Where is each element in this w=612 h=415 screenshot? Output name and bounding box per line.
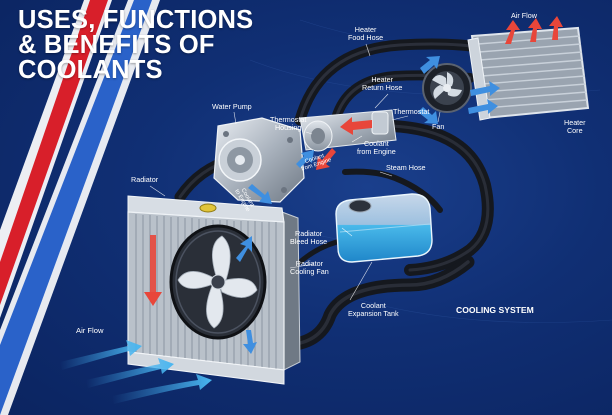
- coolant-expansion-tank: [335, 193, 433, 263]
- heater-fan: [422, 63, 472, 113]
- heater-core: [467, 26, 590, 121]
- coolant-hot-flow-arrows: [316, 117, 372, 170]
- title-line-2: & BENEFITS OF: [18, 31, 215, 59]
- label-heater-core-line2: Core: [566, 126, 583, 136]
- label-heater-return-hose-line2: Return Hose: [362, 83, 403, 93]
- system-label: COOLING SYSTEM: [456, 305, 534, 315]
- label-radiator: Radiator: [131, 175, 159, 184]
- label-radiator-cooling-fan-line1: Radiator: [295, 259, 323, 268]
- hoses: [174, 38, 494, 352]
- label-coolant-from-engine: Coolant from Engine: [357, 139, 396, 157]
- label-thermostat-housing: Thermostat Housing: [270, 115, 307, 133]
- fan-air-flow-arrows: [418, 56, 500, 124]
- coolant-cold-flow-arrows: [248, 150, 314, 204]
- label-heater-food-hose: Heater Food Hose: [348, 25, 384, 43]
- label-coolant-expansion-tank: Coolant Expansion Tank: [348, 301, 399, 319]
- radiator-air-flow-arrows: [60, 340, 212, 404]
- label-steam-hose: Steam Hose: [386, 163, 426, 172]
- label-heater-food-hose-line2: Food Hose: [348, 33, 384, 43]
- label-coolant-from-engine-line1: Coolant: [363, 139, 389, 148]
- leader-lines: [149, 43, 441, 301]
- label-radiator-cooling-fan-line2: Cooling Fan: [290, 267, 329, 277]
- label-radiator-bleed-hose-line1: Radiator: [295, 229, 323, 238]
- label-air-flow-bottom: Air Flow: [76, 326, 104, 335]
- label-radiator-bleed-hose: Radiator Bleed Hose: [290, 229, 328, 247]
- label-radiator-bleed-hose-line2: Bleed Hose: [290, 237, 328, 247]
- label-coolant-expansion-tank-line2: Expansion Tank: [348, 309, 399, 319]
- label-radiator-cooling-fan: Radiator Cooling Fan: [290, 259, 329, 277]
- radiator-cooling-fan: [169, 224, 267, 354]
- label-heater-food-hose-line1: Heater: [354, 25, 377, 34]
- label-coolant-expansion-tank-line1: Coolant: [360, 301, 386, 310]
- label-thermostat-housing-line2: Housing: [274, 123, 302, 133]
- label-coolant-from-engine-line2: from Engine: [357, 147, 396, 157]
- water-pump: [213, 117, 305, 203]
- label-heater-core: Heater Core: [564, 118, 586, 136]
- label-water-pump: Water Pump: [212, 102, 252, 111]
- label-heater-core-line1: Heater: [564, 118, 586, 127]
- title-line-3: COOLANTS: [18, 56, 163, 84]
- label-heater-return-hose-line1: Heater: [371, 75, 393, 84]
- label-fan: Fan: [432, 122, 445, 131]
- title-line-1: USES, FUNCTIONS: [18, 6, 254, 34]
- label-heater-return-hose: Heater Return Hose: [362, 75, 403, 93]
- label-thermostat-housing-line1: Thermostat: [270, 115, 307, 124]
- corner-stripes: [0, 0, 160, 415]
- label-air-flow-top: Air Flow: [511, 11, 537, 20]
- page-title: USES, FUNCTIONS & BENEFITS OF COOLANTS: [18, 6, 254, 84]
- heater-air-flow-arrows: [505, 16, 563, 44]
- label-thermostat: Thermostat: [393, 107, 430, 116]
